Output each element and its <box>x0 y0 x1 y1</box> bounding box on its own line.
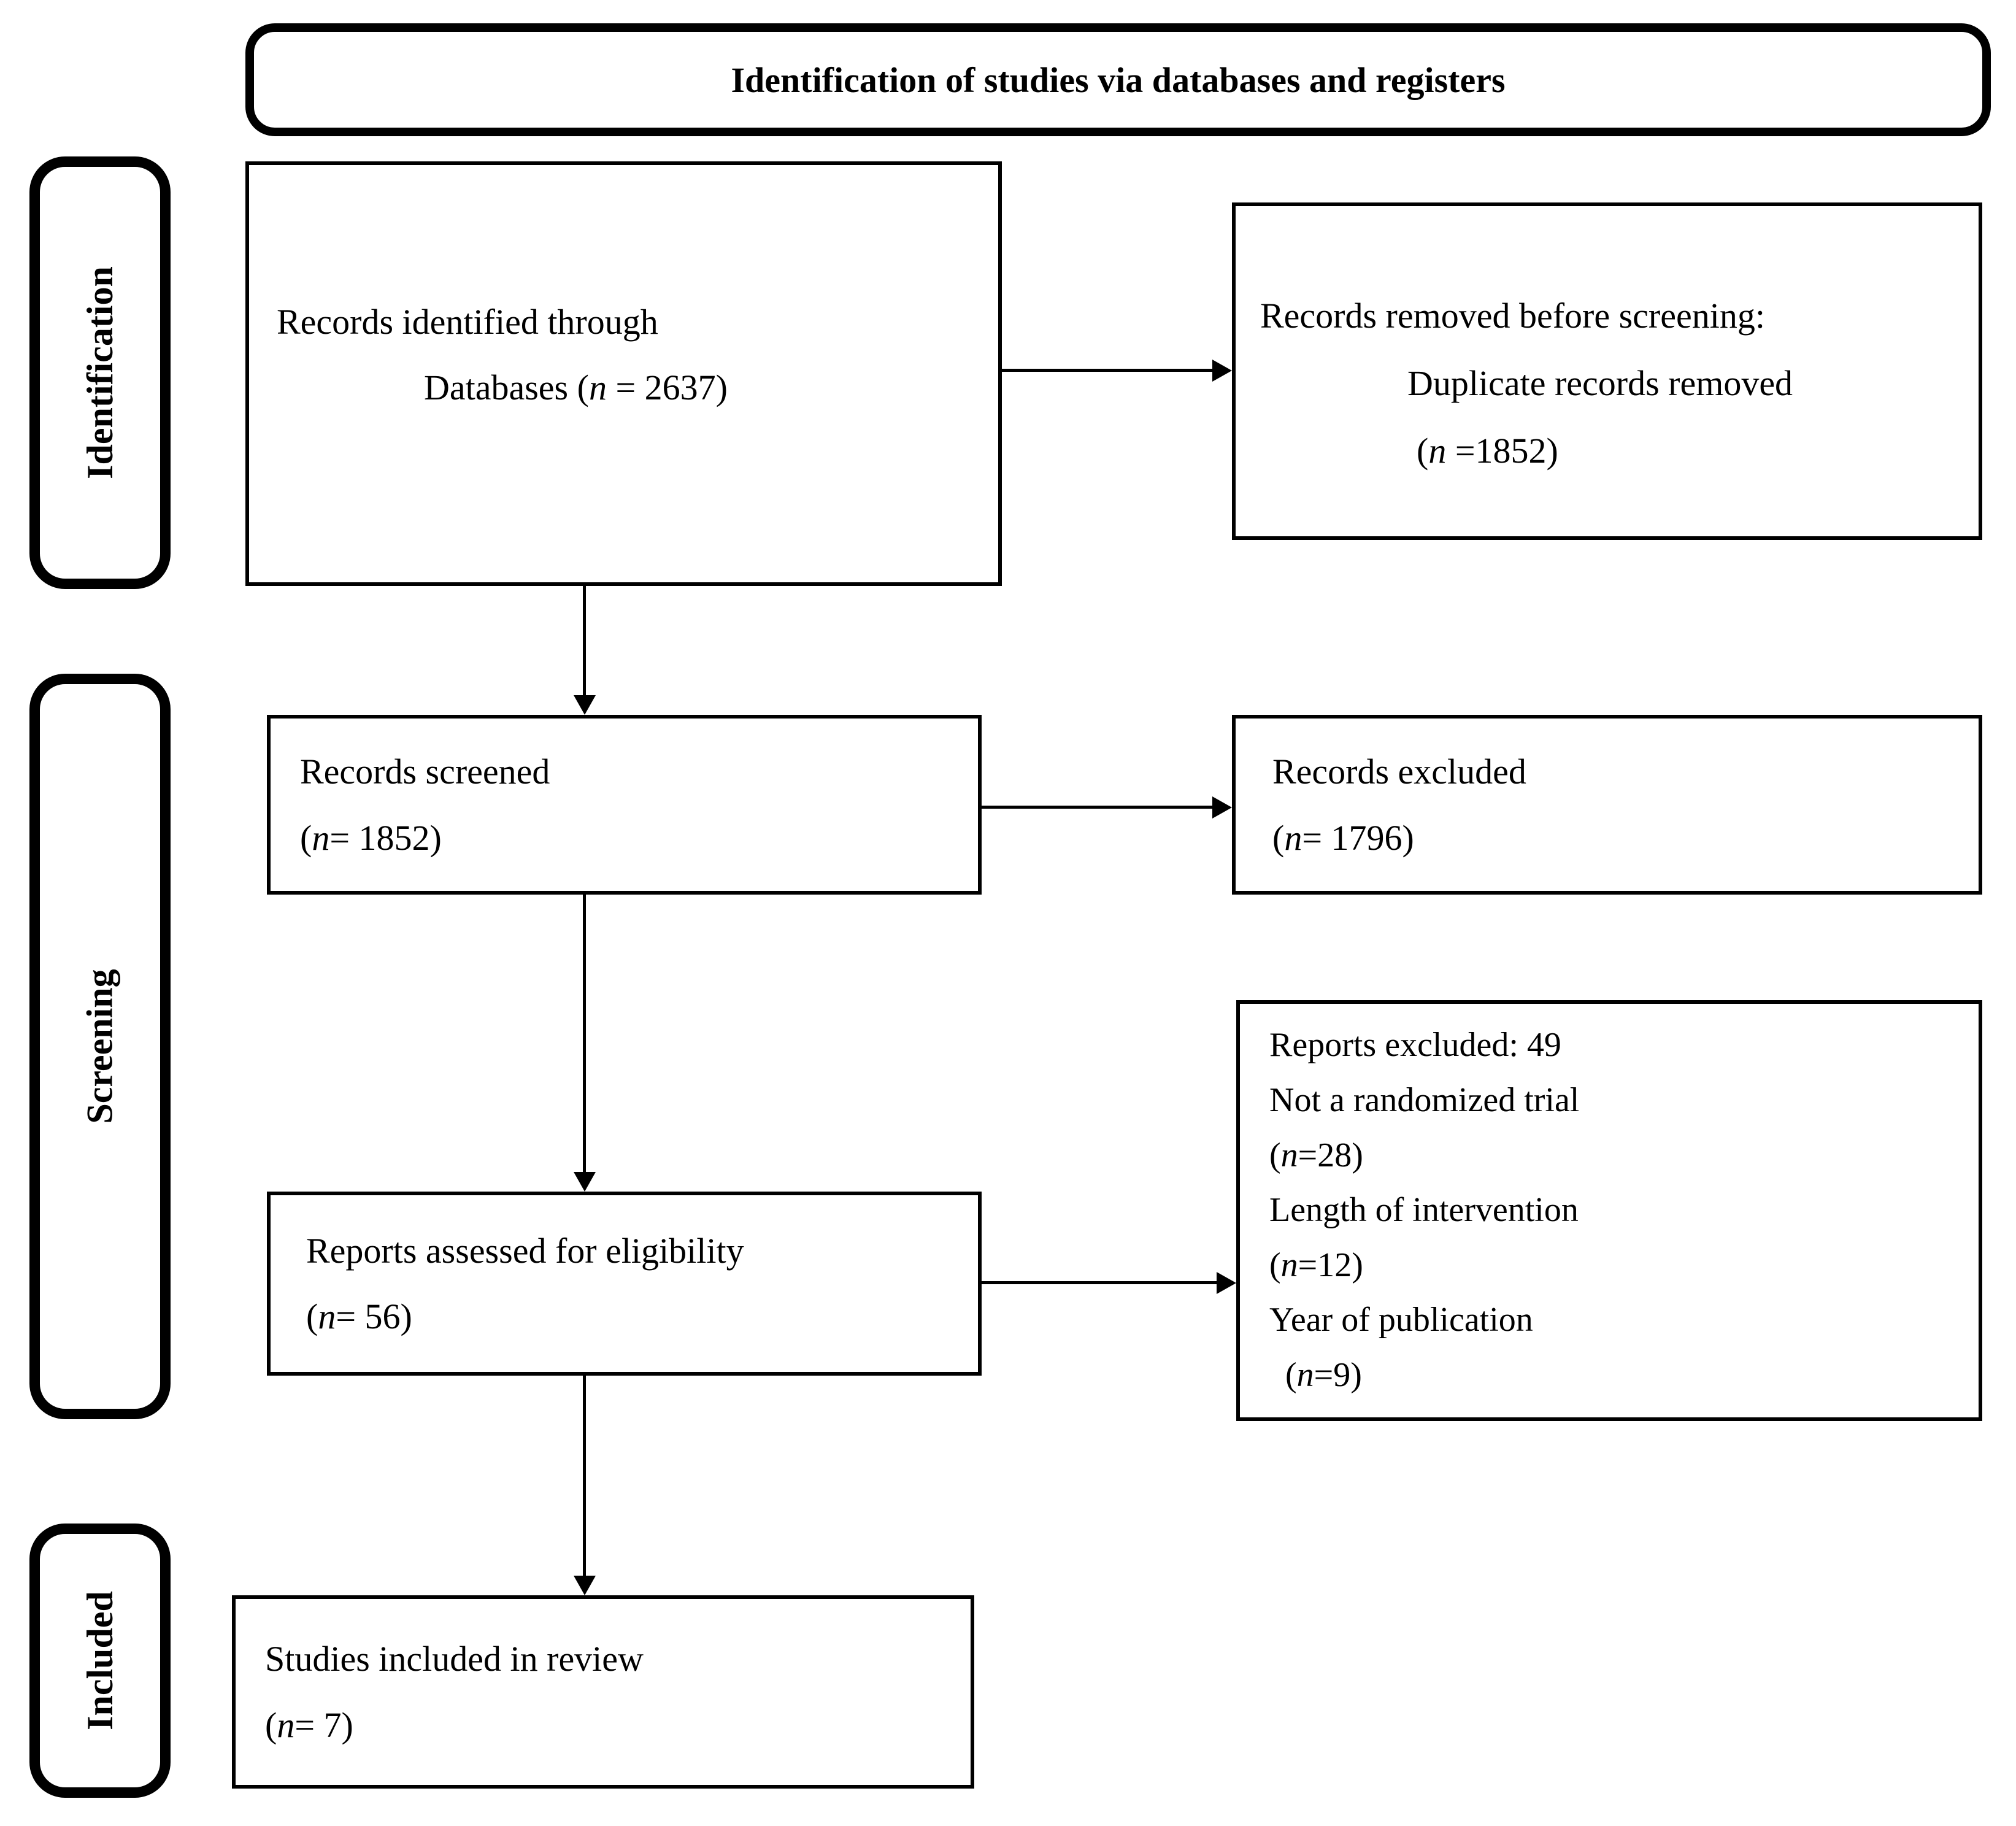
text-line: (n= 1852) <box>300 817 442 858</box>
diagram-title: Identification of studies via databases … <box>731 60 1506 100</box>
text-line: Not a randomized trial <box>1269 1081 1580 1120</box>
text-line: Duplicate records removed <box>1407 363 1793 403</box>
arrowhead-icon <box>1212 796 1232 819</box>
stage-label-text: Screening <box>79 969 120 1124</box>
arrow-screened-to-assessed <box>573 895 596 1192</box>
text-line: (n=12) <box>1269 1246 1363 1284</box>
box-records-screened: Records screened (n= 1852) <box>267 715 982 895</box>
box-studies-included: Studies included in review (n= 7) <box>232 1595 974 1789</box>
text-line: Records excluded <box>1272 752 1526 792</box>
text-line: Records removed before screening: <box>1260 295 1765 336</box>
arrow-identified-to-screened <box>573 586 596 715</box>
arrowhead-icon <box>573 1172 596 1192</box>
box-records-excluded: Records excluded (n= 1796) <box>1232 715 1982 895</box>
text-line: Records identified through <box>277 301 658 342</box>
box-records-removed: Records removed before screening: Duplic… <box>1232 202 1982 540</box>
text-line: (n= 56) <box>306 1296 412 1336</box>
arrow-assessed-to-included <box>573 1376 596 1595</box>
stage-label-text: Included <box>79 1591 120 1730</box>
text-line: (n= 1796) <box>1272 817 1414 858</box>
text-line: (n =1852) <box>1417 431 1558 471</box>
stage-label-text: Identification <box>79 266 120 479</box>
text-line: Records screened <box>300 752 550 792</box>
text-line: Databases (n = 2637) <box>424 368 728 407</box>
box-reports-assessed: Reports assessed for eligibility (n= 56) <box>267 1192 982 1376</box>
arrowhead-icon <box>1217 1271 1236 1294</box>
text-line: Reports excluded: 49 <box>1269 1026 1561 1065</box>
text-line: Reports assessed for eligibility <box>306 1230 744 1271</box>
arrow-assessed-to-reports-excluded <box>982 1271 1236 1294</box>
stage-label-included: Included <box>29 1524 171 1798</box>
text-line: Year of publication <box>1269 1301 1533 1339</box>
box-records-identified: Records identified through Databases (n … <box>245 161 1002 586</box>
arrowhead-icon <box>1212 359 1232 382</box>
arrowhead-icon <box>573 1576 596 1595</box>
text-line: Length of intervention <box>1269 1191 1579 1230</box>
stage-label-screening: Screening <box>29 674 171 1419</box>
text-line: (n=28) <box>1269 1136 1363 1174</box>
text-line: (n= 7) <box>265 1705 353 1745</box>
stage-label-identification: Identification <box>29 156 171 589</box>
box-reports-excluded-reasons: Reports excluded: 49 Not a randomized tr… <box>1236 1000 1982 1421</box>
arrow-screened-to-excluded <box>982 796 1232 819</box>
arrowhead-icon <box>573 695 596 715</box>
arrow-identified-to-removed <box>1002 359 1232 382</box>
text-line: Studies included in review <box>265 1639 644 1679</box>
text-line: (n=9) <box>1285 1355 1362 1394</box>
diagram-title-banner: Identification of studies via databases … <box>245 23 1991 136</box>
